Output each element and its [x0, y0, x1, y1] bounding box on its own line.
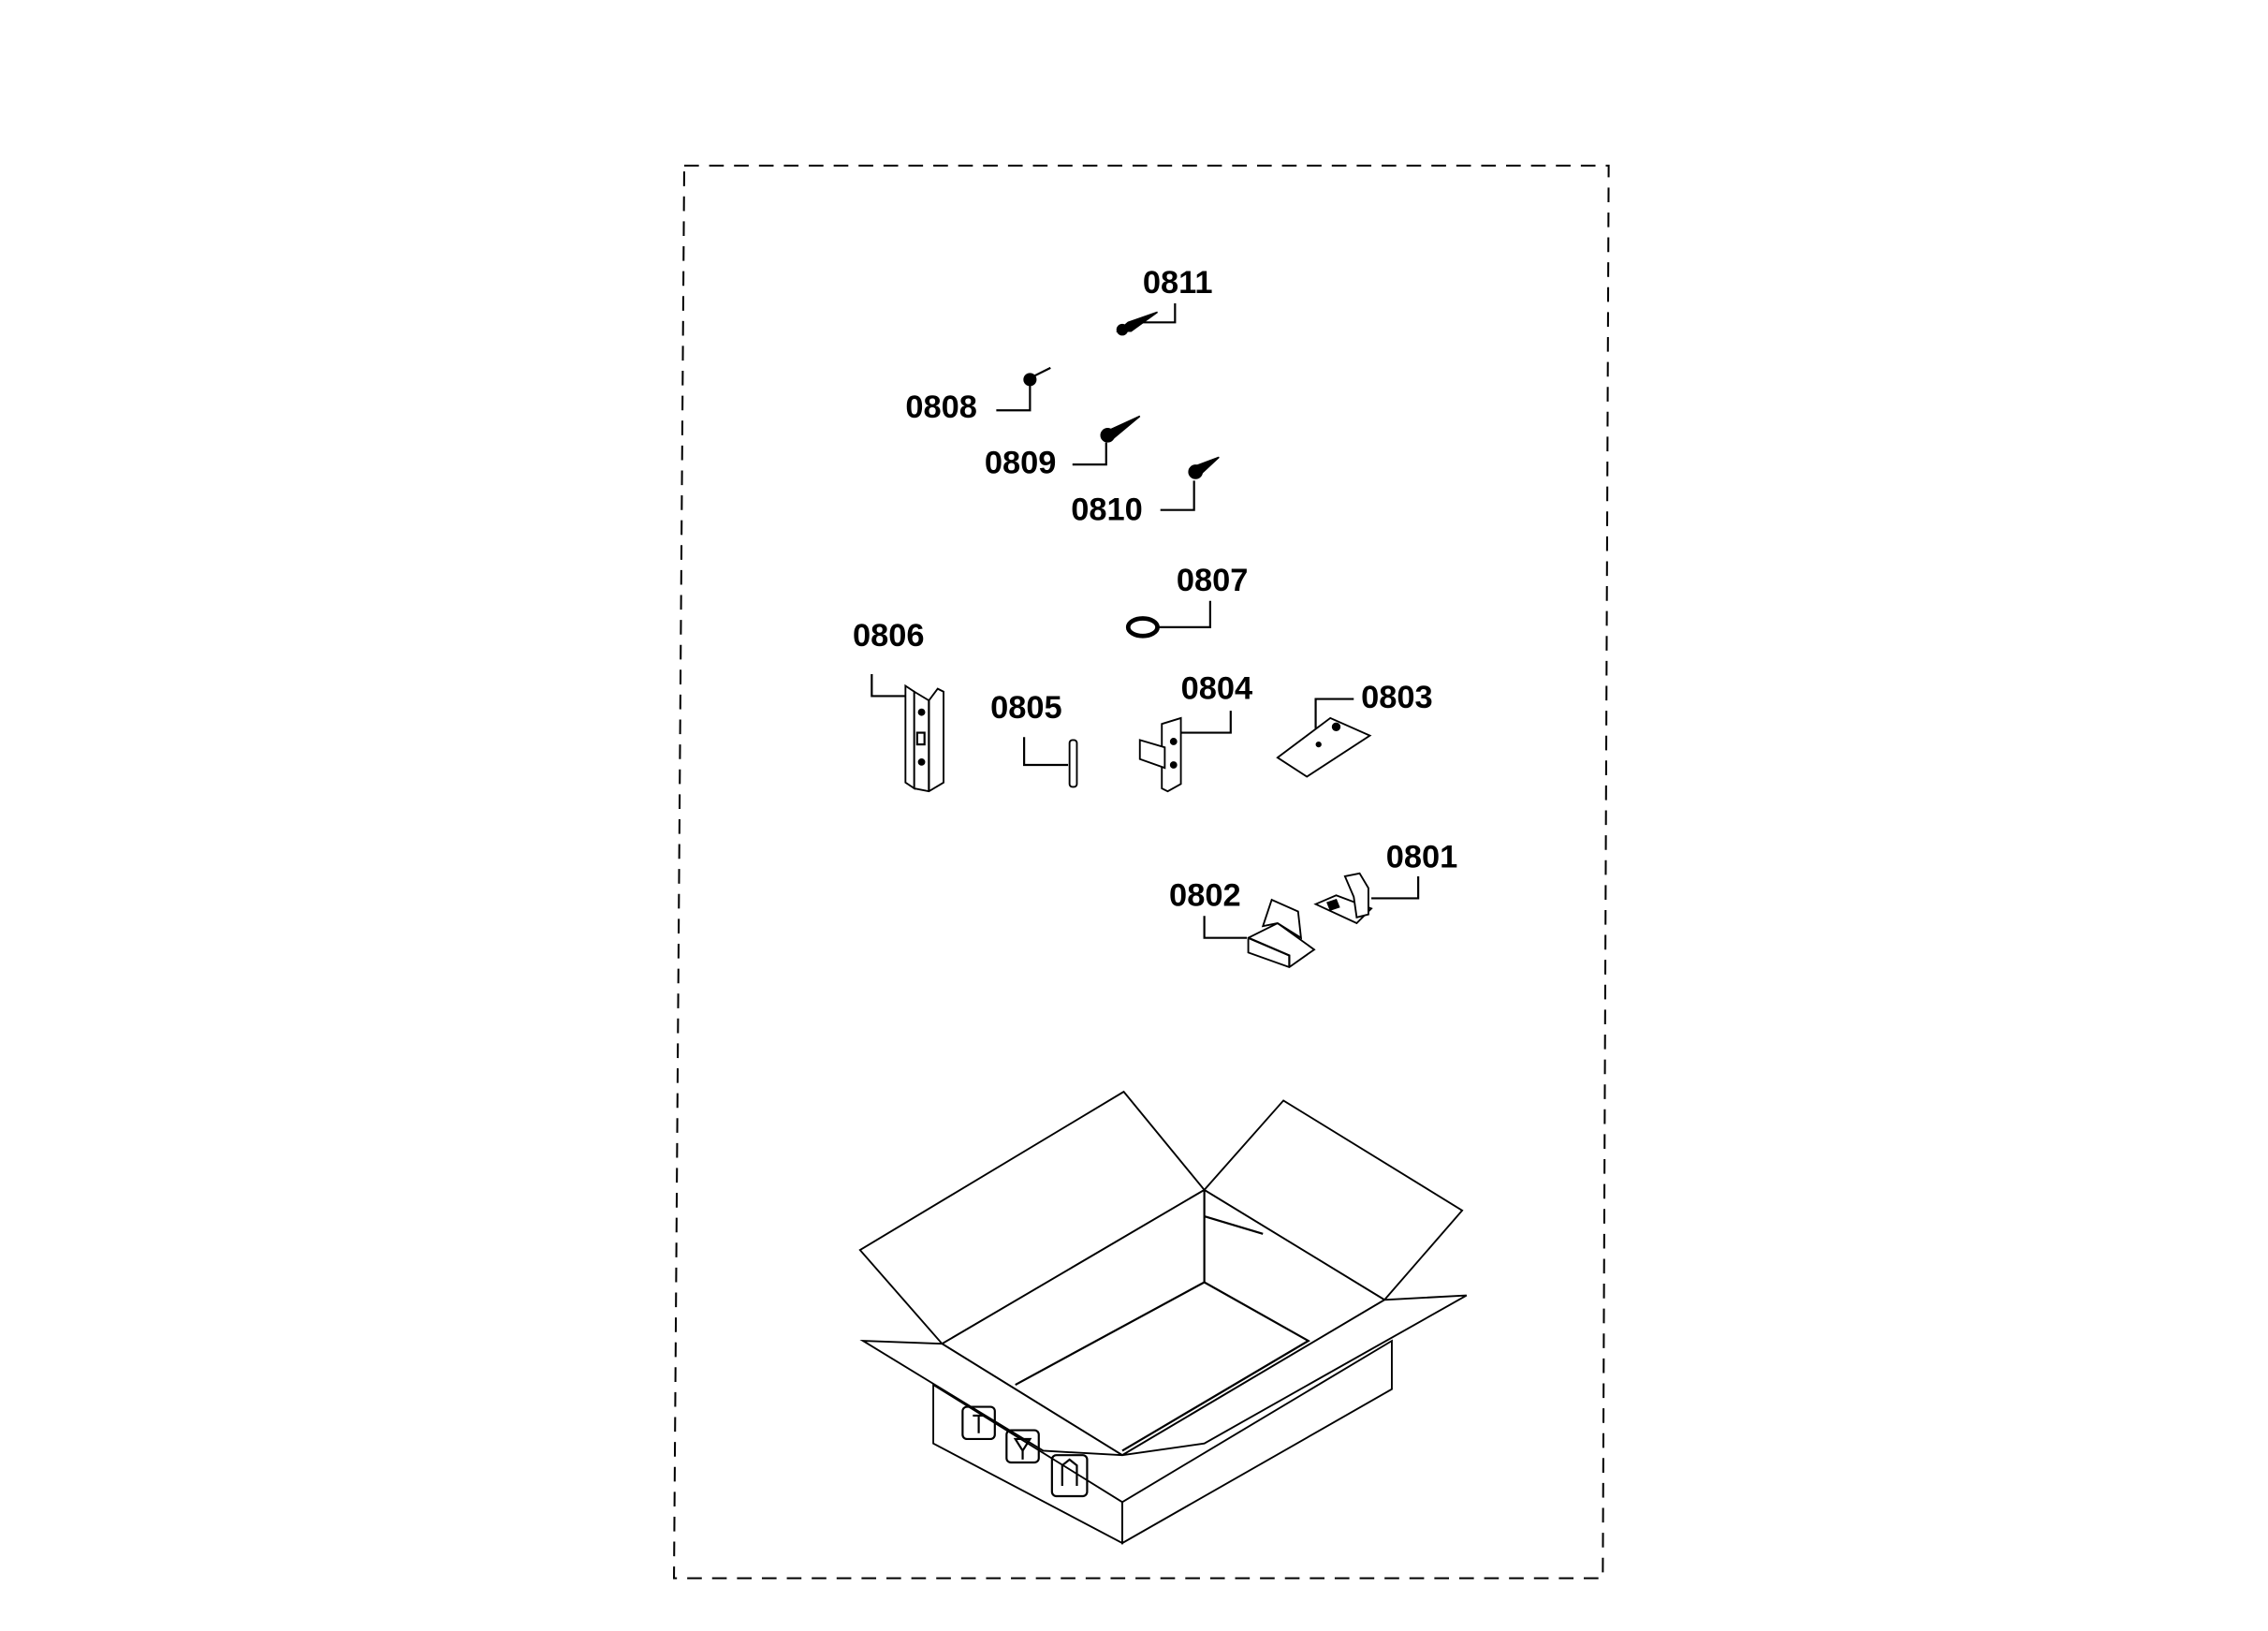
- label-0807: 0807: [1177, 563, 1249, 598]
- part-0807[interactable]: 0807: [1125, 563, 1249, 639]
- part-0805[interactable]: 0805: [990, 690, 1078, 788]
- label-0806: 0806: [853, 618, 925, 654]
- label-0803: 0803: [1361, 680, 1433, 715]
- part-0803[interactable]: 0803: [1276, 680, 1433, 778]
- pin-icon: [1068, 739, 1078, 788]
- label-0805: 0805: [990, 690, 1062, 726]
- block-icon: [1247, 898, 1316, 969]
- bracket-icon: [904, 683, 944, 793]
- handling-symbols: [961, 1405, 1089, 1498]
- hinge-icon: [1138, 716, 1182, 793]
- label-0809: 0809: [985, 446, 1057, 481]
- packaging-box-illustration: [858, 1090, 1468, 1545]
- label-0802: 0802: [1169, 877, 1241, 913]
- part-0809[interactable]: 0809: [985, 415, 1141, 481]
- label-0811: 0811: [1143, 265, 1213, 301]
- part-0808[interactable]: 0808: [905, 366, 1051, 425]
- part-0806[interactable]: 0806: [853, 618, 944, 793]
- label-0804: 0804: [1181, 671, 1253, 707]
- part-0811[interactable]: 0811: [1116, 265, 1213, 336]
- plate-icon: [1276, 716, 1372, 778]
- kit-boundary-dashed: [673, 164, 1610, 1580]
- label-0801: 0801: [1386, 840, 1458, 875]
- label-0810: 0810: [1071, 492, 1143, 528]
- part-0810[interactable]: 0810: [1071, 456, 1220, 528]
- part-0801[interactable]: 0801: [1313, 840, 1458, 925]
- part-0802[interactable]: 0802: [1169, 877, 1316, 969]
- part-0804[interactable]: 0804: [1138, 671, 1253, 793]
- clip-icon: [1313, 872, 1373, 925]
- label-0808: 0808: [905, 389, 977, 425]
- washer-icon: [1125, 616, 1160, 639]
